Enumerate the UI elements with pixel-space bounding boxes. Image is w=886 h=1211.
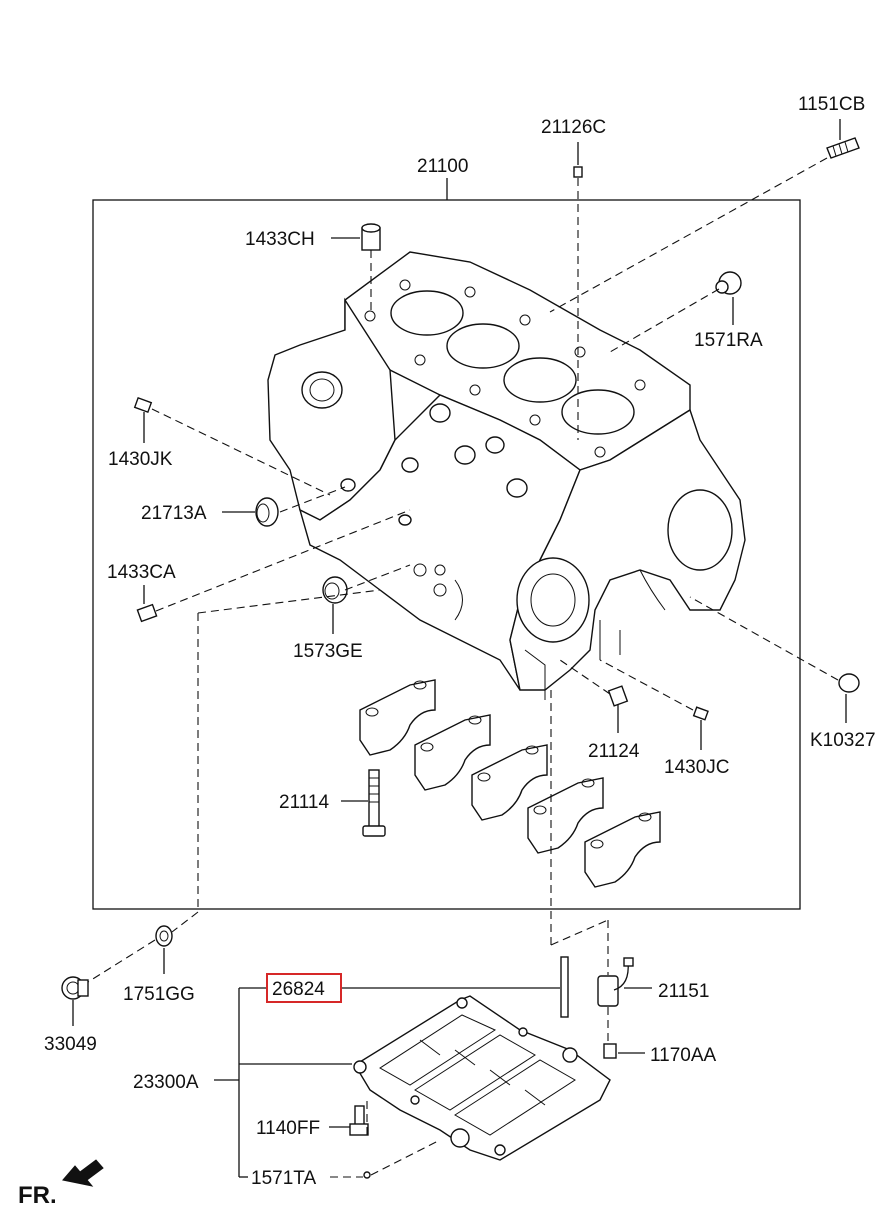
label-1430JC: 1430JC — [664, 757, 730, 778]
label-1170AA: 1170AA — [650, 1045, 717, 1066]
bolt-1170AA — [603, 1043, 617, 1059]
pin-21126C — [573, 166, 583, 178]
guide-tube-26824 — [560, 956, 569, 1018]
bolt-1140FF — [349, 1105, 369, 1136]
highlight-box-26824 — [266, 973, 342, 1003]
label-K10327: K10327 — [810, 730, 876, 751]
pin-1430JC — [692, 706, 709, 721]
cylinder-block — [267, 251, 746, 700]
label-23300A: 23300A — [133, 1072, 199, 1093]
label-21151: 21151 — [658, 981, 709, 1002]
label-1751GG: 1751GG — [123, 984, 195, 1005]
plug-33049 — [61, 976, 89, 1000]
label-1571RA: 1571RA — [694, 330, 763, 351]
front-direction-marker: FR. — [18, 1159, 104, 1209]
label-1151CB: 1151CB — [798, 94, 865, 115]
sleeve-21124 — [607, 685, 629, 707]
label-1140FF: 1140FF — [256, 1118, 320, 1139]
plug-1571TA — [363, 1171, 371, 1179]
main-bearing-caps — [359, 679, 661, 888]
label-1430JK: 1430JK — [108, 449, 173, 470]
front-label: FR. — [18, 1182, 57, 1209]
plug-1571RA — [715, 271, 742, 295]
washer-1751GG — [155, 925, 173, 947]
label-1571TA: 1571TA — [251, 1168, 316, 1189]
bolt-21114 — [362, 769, 386, 837]
leader-lines — [72, 119, 847, 1178]
plug-K10327 — [838, 673, 860, 693]
label-21126C: 21126C — [541, 117, 606, 138]
label-21100: 21100 — [417, 156, 468, 177]
seal-21713A — [255, 497, 279, 527]
stud-1151CB — [826, 137, 860, 159]
sensor-21151 — [597, 957, 634, 1007]
ladder-frame-23300A — [353, 995, 611, 1161]
label-21114: 21114 — [279, 792, 329, 813]
sleeve-1433CA — [136, 603, 158, 623]
label-1573GE: 1573GE — [293, 641, 363, 662]
label-21713A: 21713A — [141, 503, 207, 524]
seal-1573GE — [322, 576, 348, 604]
sleeve-1433CH — [361, 223, 381, 251]
label-1433CA: 1433CA — [107, 562, 176, 583]
label-21124: 21124 — [588, 741, 640, 762]
label-1433CH: 1433CH — [245, 229, 315, 250]
pin-1430JK — [133, 397, 153, 413]
front-arrow-icon — [62, 1159, 104, 1187]
label-33049: 33049 — [44, 1034, 97, 1055]
label-26824: 26824 — [272, 979, 325, 1000]
